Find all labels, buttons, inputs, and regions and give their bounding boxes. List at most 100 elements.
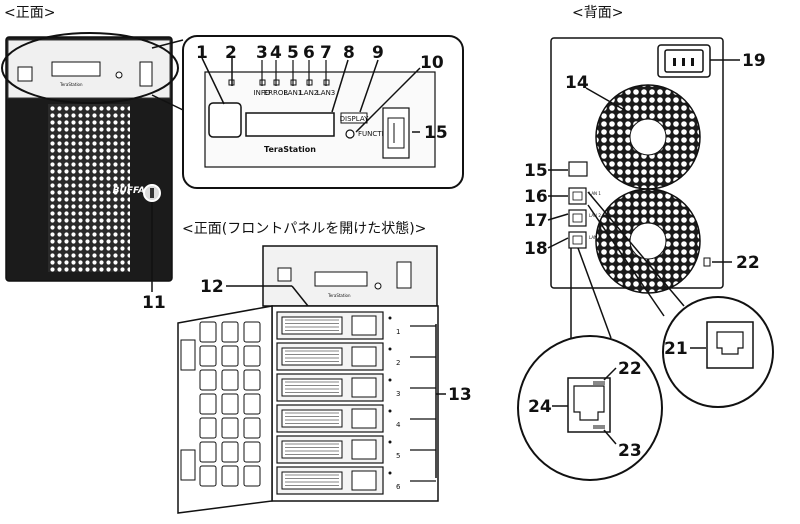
lan-link-led xyxy=(593,381,605,385)
key-slot xyxy=(150,188,154,198)
header-back: <背面> xyxy=(572,5,623,21)
open-function-button xyxy=(374,282,382,290)
lan-port-inner xyxy=(572,235,583,245)
callout-22-back: 22 xyxy=(736,253,760,273)
callout-4: 4 xyxy=(270,43,282,63)
drive-latch xyxy=(351,315,377,336)
power-pin-right xyxy=(691,58,694,66)
drive-number: 4 xyxy=(396,421,401,429)
front-mini-brand: TeraStation xyxy=(59,82,83,87)
drive-led xyxy=(388,471,392,475)
zoom-connector-bottom xyxy=(151,94,184,111)
callout-13: 13 xyxy=(448,385,472,405)
display-button xyxy=(340,112,368,124)
callout-tick-lines xyxy=(261,60,327,86)
front-power-button xyxy=(17,66,33,82)
drive-handle xyxy=(281,471,343,490)
drive-latch xyxy=(351,346,377,367)
callout-5: 5 xyxy=(287,43,299,63)
drive-number: 2 xyxy=(396,359,400,367)
line-22-zoom xyxy=(603,367,617,381)
door-hinge-bottom xyxy=(180,449,196,481)
function-button xyxy=(345,129,355,139)
drive-handle xyxy=(281,409,343,428)
drive-latch xyxy=(351,470,377,491)
usb-port-inner xyxy=(387,117,405,149)
door-cell xyxy=(221,441,239,463)
lan-jack-24-outline xyxy=(573,385,605,421)
lan-port-inner xyxy=(572,191,583,201)
drive-led xyxy=(388,409,392,413)
line-17 xyxy=(547,213,569,221)
callout-15-back: 15 xyxy=(524,161,548,181)
door-cell xyxy=(243,321,261,343)
fan-top-hub xyxy=(629,118,667,156)
door-cell xyxy=(221,417,239,439)
led-label-info: INFO xyxy=(254,89,271,97)
callout-19: 19 xyxy=(742,51,766,71)
power-pin-center xyxy=(682,58,685,66)
door-cell xyxy=(221,345,239,367)
drive-latch xyxy=(351,439,377,460)
door-grid xyxy=(180,321,261,487)
leader-24-b xyxy=(577,247,612,339)
leader-21-a xyxy=(587,191,685,307)
door-cell xyxy=(221,465,239,487)
drive-handle xyxy=(281,378,343,397)
callout-21: 21 xyxy=(664,339,688,359)
door-cell xyxy=(199,369,217,391)
door-cell xyxy=(243,441,261,463)
callout-14: 14 xyxy=(565,73,589,93)
drive-number: 6 xyxy=(396,483,401,491)
callout-1: 1 xyxy=(196,43,208,63)
callout-6: 6 xyxy=(303,43,315,63)
door-cell xyxy=(243,369,261,391)
lan-port-label: LAN 3 xyxy=(589,235,601,240)
drive-led xyxy=(388,347,392,351)
line-23 xyxy=(603,429,617,445)
front-vent-grille xyxy=(48,104,130,272)
display-label: DISPLAY xyxy=(340,115,369,123)
front-function-button xyxy=(115,71,123,79)
header-front: <正面> xyxy=(4,5,55,21)
callout-2: 2 xyxy=(225,43,237,63)
open-power-button xyxy=(277,267,292,282)
line-14 xyxy=(585,87,629,113)
door-cell xyxy=(221,321,239,343)
door-cell xyxy=(199,465,217,487)
door-cell xyxy=(221,369,239,391)
open-lcd xyxy=(314,271,368,287)
callout-lines xyxy=(151,57,740,478)
function-label: FUNCTION xyxy=(358,130,394,138)
lan-act-led xyxy=(593,425,605,429)
front-panel-zoom: TeraStation DISPLAY FUNCTION INFOERRORLA… xyxy=(182,35,464,189)
drive-number: 5 xyxy=(396,452,400,460)
open-usb-port xyxy=(396,261,412,289)
line-8 xyxy=(331,59,349,113)
line-12b xyxy=(291,285,309,307)
door-cell xyxy=(221,393,239,415)
front-logo: BUFFALO xyxy=(113,186,159,196)
door-cell xyxy=(243,465,261,487)
front-usb-port xyxy=(139,61,153,87)
lan-jack-21-outline xyxy=(716,331,744,355)
lan-jack-21 xyxy=(706,321,754,369)
led-label-lan1: LAN1 xyxy=(284,89,303,97)
zoom-circle-21 xyxy=(587,191,774,408)
callout-22-zoom: 22 xyxy=(618,359,642,379)
door-cell xyxy=(243,345,261,367)
drive-led xyxy=(388,440,392,444)
callout-3: 3 xyxy=(256,43,268,63)
door-cell xyxy=(199,345,217,367)
drive-number: 1 xyxy=(396,328,400,336)
panel-brand: TeraStation xyxy=(264,145,316,154)
leader-21-b xyxy=(587,204,665,317)
led-label-lan3: LAN3 xyxy=(317,89,336,97)
callout-23: 23 xyxy=(618,441,642,461)
